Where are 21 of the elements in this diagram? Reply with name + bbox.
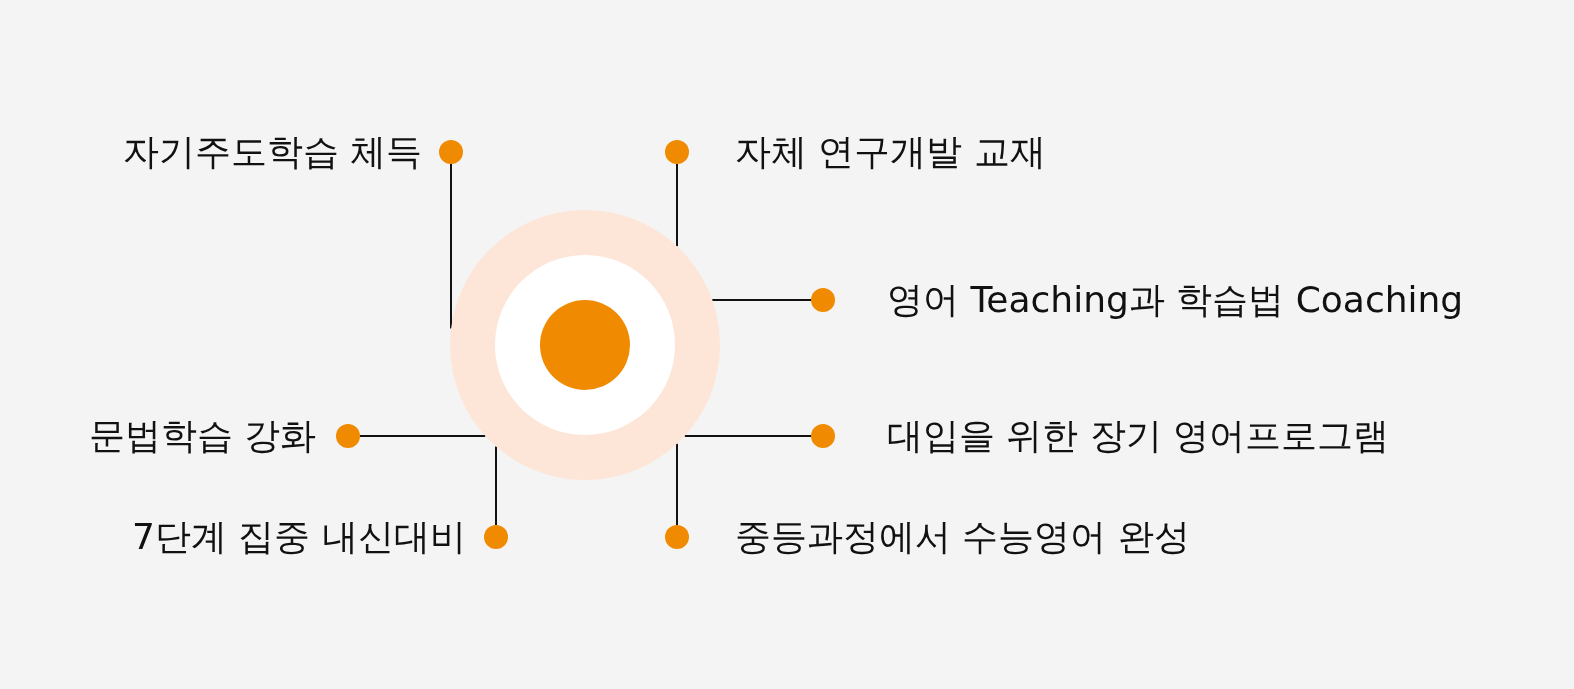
item-label: 영어 Teaching과 학습법 Coaching xyxy=(887,278,1464,322)
bullet-dot xyxy=(439,140,463,164)
connector-line xyxy=(683,435,812,437)
item-label: 7단계 집중 내신대비 xyxy=(132,515,466,559)
item-label: 자체 연구개발 교재 xyxy=(735,130,1046,174)
item-label: 자기주도학습 체득 xyxy=(123,130,423,174)
item-label: 중등과정에서 수능영어 완성 xyxy=(735,515,1190,559)
item-label: 대입을 위한 장기 영어프로그램 xyxy=(887,414,1390,458)
bullet-dot xyxy=(811,424,835,448)
connector-line xyxy=(711,299,812,301)
bullet-dot xyxy=(665,525,689,549)
bullet-dot xyxy=(811,288,835,312)
connector-line xyxy=(676,163,678,248)
connector-line xyxy=(495,445,497,526)
bullet-dot xyxy=(336,424,360,448)
connector-line xyxy=(676,442,678,526)
bullet-dot xyxy=(484,525,508,549)
target-drawing xyxy=(450,210,720,480)
item-label: 문법학습 강화 xyxy=(89,414,317,458)
bullet-dot xyxy=(665,140,689,164)
connector-line xyxy=(359,435,487,437)
